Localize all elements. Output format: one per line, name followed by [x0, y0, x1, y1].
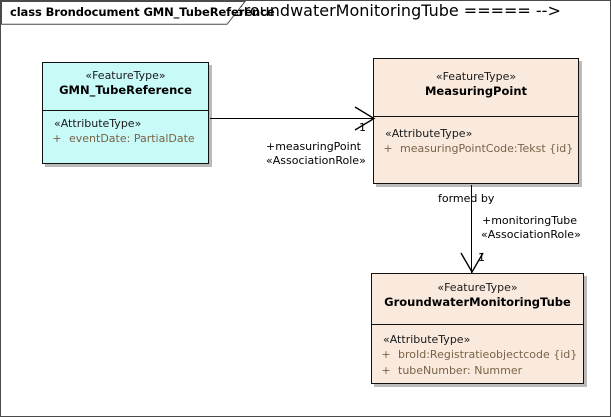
- class-box-gmn-tube-reference[interactable]: «FeatureType» GMN_TubeReference «Attribu…: [42, 62, 209, 164]
- compartment-divider: [374, 116, 578, 117]
- class-header-measuring-point: «FeatureType» MeasuringPoint: [374, 59, 578, 116]
- attribute-text: eventDate: PartialDate: [69, 132, 195, 145]
- attribute-visibility: +: [383, 142, 393, 155]
- title-tab-shape: [1, 1, 247, 25]
- attribute-stereotype: «AttributeType»: [383, 333, 471, 346]
- association-stereotype-monitoring-tube: «AssociationRole»: [481, 228, 581, 241]
- class-attributes-measuring-point: «AttributeType» + measuringPointCode:Tek…: [374, 117, 578, 163]
- association-name-formed-by: formed by: [438, 192, 495, 205]
- attribute-visibility: +: [381, 348, 391, 361]
- class-stereotype: «FeatureType»: [435, 70, 517, 83]
- class-attributes-groundwater-monitoring-tube: «AttributeType» + broId:Registratieobjec…: [372, 325, 583, 385]
- attribute-text: tubeNumber: Nummer: [398, 364, 523, 377]
- association-stereotype-measuring-point: «AssociationRole»: [266, 154, 366, 167]
- attribute-text: measuringPointCode:Tekst {id}: [400, 142, 574, 155]
- attribute-stereotype: «AttributeType»: [54, 117, 142, 130]
- compartment-divider: [43, 110, 208, 111]
- association-multiplicity-measuring-point: 1: [359, 121, 366, 134]
- attribute-row: + broId:Registratieobjectcode {id}: [374, 347, 581, 363]
- diagram-title-tab: class Brondocument GMN_TubeReference: [1, 1, 275, 25]
- attribute-stereotype: «AttributeType»: [385, 127, 473, 140]
- arrowhead-open-icon: [354, 106, 376, 131]
- class-stereotype: «FeatureType»: [85, 69, 166, 82]
- diagram-title: class Brondocument GMN_TubeReference: [10, 5, 275, 19]
- class-name: GroundwaterMonitoringTube: [384, 295, 571, 309]
- class-box-measuring-point[interactable]: «FeatureType» MeasuringPoint «AttributeT…: [373, 58, 579, 184]
- class-name: MeasuringPoint: [424, 84, 528, 98]
- class-attributes-gmn-tube-reference: «AttributeType» + eventDate: PartialDate: [43, 111, 208, 153]
- association-line-measuring-point-monitoring-tube[interactable]: [471, 185, 473, 273]
- class-header-groundwater-monitoring-tube: «FeatureType» GroundwaterMonitoringTube: [372, 274, 583, 324]
- attribute-text: broId:Registratieobjectcode {id}: [398, 348, 578, 361]
- class-box-groundwater-monitoring-tube[interactable]: «FeatureType» GroundwaterMonitoringTube …: [371, 273, 584, 384]
- compartment-divider: [372, 324, 583, 325]
- association-multiplicity-monitoring-tube: 1: [478, 251, 485, 264]
- class-name: GMN_TubeReference: [59, 83, 192, 97]
- association-role-monitoring-tube: +monitoringTube: [482, 214, 578, 227]
- association-role-measuring-point: +measuringPoint: [266, 140, 361, 153]
- attribute-visibility: +: [52, 132, 62, 145]
- arrowhead-open-icon: [460, 252, 484, 274]
- association-line-tube-reference-measuring-point[interactable]: [210, 118, 374, 120]
- attribute-row: + measuringPointCode:Tekst {id}: [376, 141, 576, 157]
- class-stereotype: «FeatureType»: [437, 281, 518, 294]
- attribute-visibility: +: [381, 364, 391, 377]
- attribute-row: + tubeNumber: Nummer: [374, 363, 581, 379]
- attribute-row: + eventDate: PartialDate: [45, 131, 206, 147]
- class-header-gmn-tube-reference: «FeatureType» GMN_TubeReference: [43, 63, 208, 110]
